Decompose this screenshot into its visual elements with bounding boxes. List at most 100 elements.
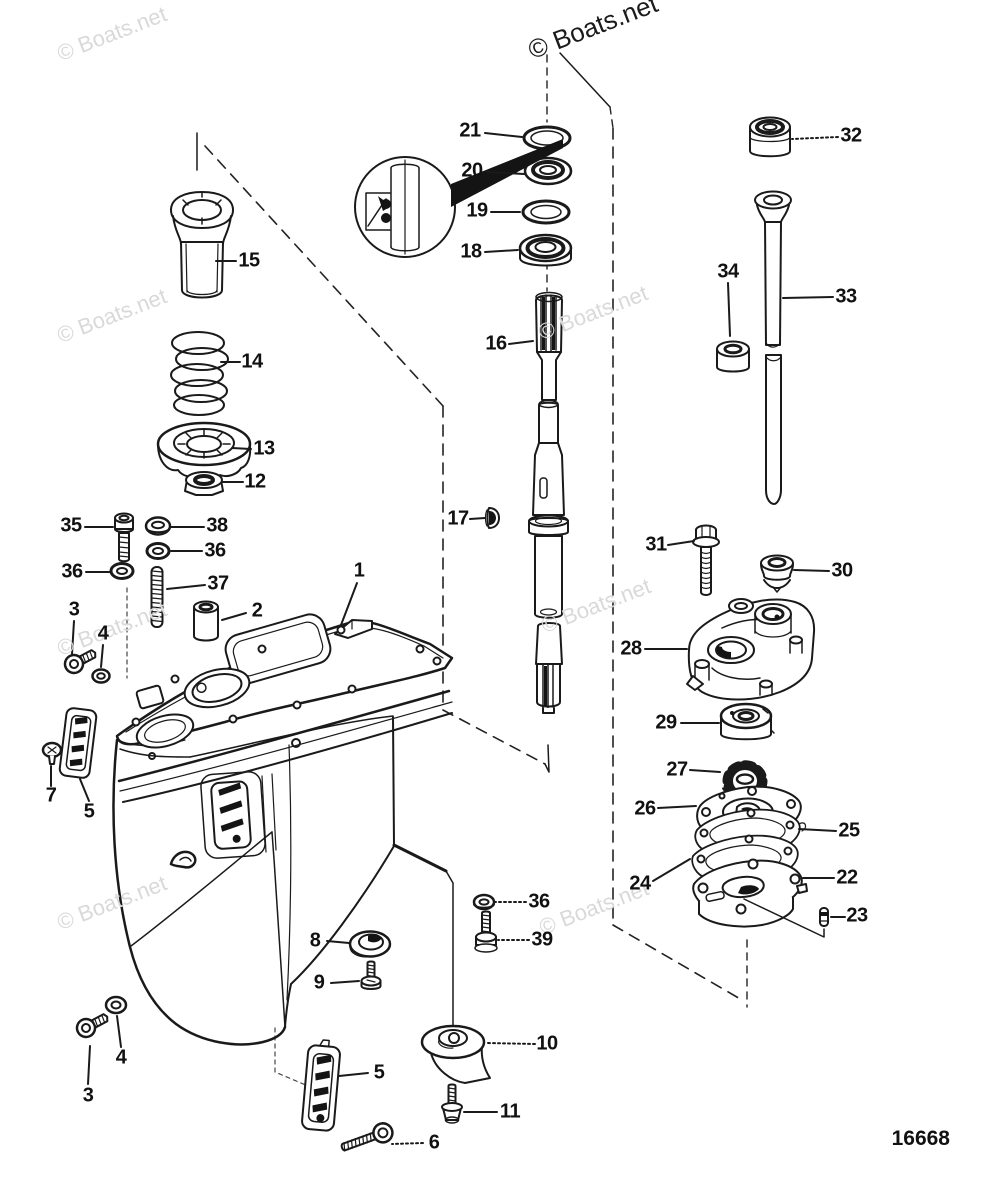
part-33-water-tube <box>754 190 792 505</box>
leader-line-34 <box>727 282 731 337</box>
part-label-19: 19 <box>466 199 488 222</box>
part-17-clip <box>484 507 500 529</box>
part-29-cup-seal <box>719 702 775 741</box>
part-5-vent-insert <box>58 707 98 779</box>
part-label-32: 32 <box>840 124 862 147</box>
part-label-14: 14 <box>241 350 263 373</box>
part-1-gearcase-housing <box>112 613 454 1046</box>
part-label-37: 37 <box>207 572 229 595</box>
part-38-locknut <box>144 516 172 536</box>
part-label-30: 30 <box>831 559 853 582</box>
leader-line-4 <box>116 1015 122 1048</box>
part-label-27: 27 <box>666 758 688 781</box>
leader-line-33 <box>782 296 834 299</box>
part-label-29: 29 <box>655 711 677 734</box>
part-label-10: 10 <box>536 1032 558 1055</box>
leader-line-5 <box>338 1072 369 1077</box>
part-label-4: 4 <box>115 1046 127 1069</box>
part-39-bolt <box>474 910 498 953</box>
leader-line-2 <box>221 612 247 621</box>
part-label-26: 26 <box>634 797 656 820</box>
part-2-bushing <box>193 600 219 642</box>
part-32-seal-cup <box>749 116 791 158</box>
part-10-trim-tab-anode <box>420 1024 491 1084</box>
part-34-bushing <box>716 340 750 373</box>
part-6-screw <box>340 1122 394 1152</box>
part-8-grommet <box>348 930 392 958</box>
diagram-number: 16668 <box>891 1127 950 1150</box>
leader-line-13 <box>231 447 252 450</box>
leader-line-8 <box>326 940 350 944</box>
part-label-3: 3 <box>82 1084 94 1107</box>
leader-line-10 <box>486 1042 536 1045</box>
part-label-36: 36 <box>528 890 550 913</box>
part-36-washer <box>472 893 496 911</box>
part-label-12: 12 <box>244 470 266 493</box>
leader-line-6 <box>391 1142 424 1145</box>
part-label-4: 4 <box>97 622 109 645</box>
part-label-7: 7 <box>45 784 57 807</box>
part-label-5: 5 <box>83 800 95 823</box>
part-3-screw <box>63 649 97 675</box>
leader-line-17 <box>469 517 486 520</box>
part-label-13: 13 <box>253 437 275 460</box>
leader-line-3 <box>87 1045 91 1085</box>
part-label-39: 39 <box>531 928 553 951</box>
leader-line-32 <box>791 136 839 140</box>
part-label-9: 9 <box>313 971 325 994</box>
leader-line-1 <box>340 582 358 626</box>
part-22-pump-body-plate <box>692 858 825 938</box>
part-label-11: 11 <box>499 1100 521 1123</box>
part-label-6: 6 <box>428 1131 440 1154</box>
part-label-18: 18 <box>460 240 482 263</box>
assembly-axis-lines <box>126 52 748 1087</box>
part-label-17: 17 <box>447 507 469 530</box>
part-label-5: 5 <box>373 1061 385 1084</box>
leader-line-24 <box>652 858 691 882</box>
leader-line-37 <box>166 584 206 590</box>
part-label-16: 16 <box>485 332 507 355</box>
part-label-35: 35 <box>60 514 82 537</box>
part-label-38: 38 <box>206 514 228 537</box>
part-20-oil-seal <box>523 156 573 186</box>
part-15-water-tube-guide <box>170 191 234 299</box>
part-31-bolt <box>692 524 720 596</box>
leader-lines <box>50 132 846 1145</box>
leader-line-26 <box>657 805 697 809</box>
part-7-screw <box>41 741 63 765</box>
part-13-bearing-retainer-nut <box>156 421 252 480</box>
part-label-36: 36 <box>204 539 226 562</box>
part-label-22: 22 <box>836 866 858 889</box>
part-4-washer <box>91 668 111 684</box>
part-label-24: 24 <box>629 872 651 895</box>
leader-line-30 <box>793 569 830 572</box>
leader-line-5 <box>79 778 90 802</box>
part-19-o-ring <box>521 199 571 225</box>
part-23-dowel-pin <box>819 907 829 927</box>
part-37-stud <box>150 566 164 628</box>
part-18-ball-bearing <box>518 233 573 267</box>
part-label-15: 15 <box>238 249 260 272</box>
leader-line-9 <box>330 980 360 984</box>
part-label-25: 25 <box>838 819 860 842</box>
part-label-23: 23 <box>846 904 868 927</box>
part-label-1: 1 <box>353 559 365 582</box>
part-label-2: 2 <box>251 599 263 622</box>
part-12-locknut <box>184 471 224 496</box>
part-28-water-pump-base <box>686 598 816 701</box>
part-16-driveshaft <box>528 291 569 714</box>
leader-line-25 <box>798 828 837 832</box>
part-label-28: 28 <box>620 637 642 660</box>
leader-line-20 <box>486 171 525 175</box>
part-label-33: 33 <box>835 285 857 308</box>
part-4-washer <box>104 995 128 1015</box>
part-label-21: 21 <box>459 119 481 142</box>
leader-line-16 <box>508 340 534 345</box>
part-36-washer <box>109 562 135 580</box>
part-5-vent-insert <box>301 1039 341 1132</box>
part-36-washer <box>145 542 171 560</box>
leader-line-27 <box>689 769 721 773</box>
leader-line-21 <box>484 132 523 138</box>
